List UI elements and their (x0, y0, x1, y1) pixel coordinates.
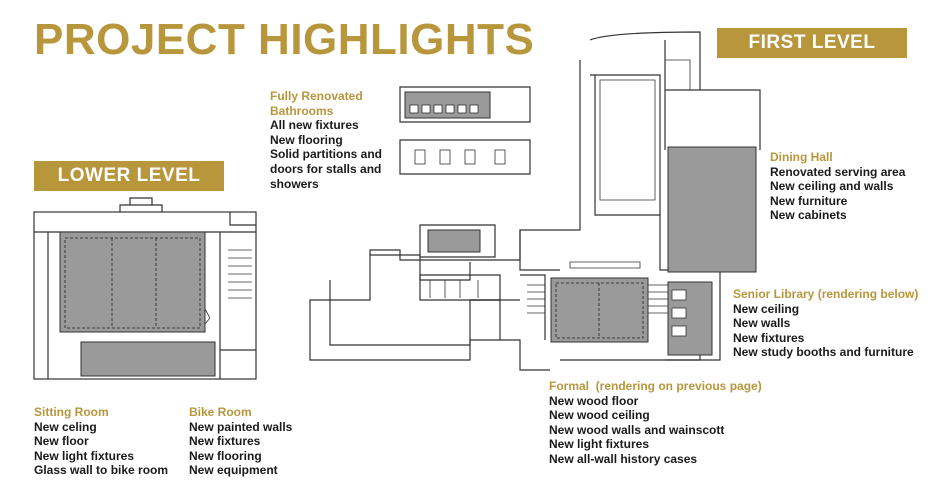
highlighted-rooms (59, 91, 757, 377)
bathroom-fill-2 (427, 229, 481, 253)
page-title: PROJECT HIGHLIGHTS (34, 15, 535, 64)
bathrooms-item: showers (270, 176, 319, 191)
senior-library-heading: Senior Library (rendering below) (733, 287, 919, 301)
bike-room-fill (80, 341, 216, 377)
senior-library-item: New ceiling (733, 301, 800, 316)
bike-room-item: New equipment (189, 463, 278, 478)
bathrooms-item: New flooring (270, 132, 343, 147)
bike-room-item: New painted walls (189, 419, 293, 434)
first-level-plan (309, 31, 761, 371)
senior-library-item: New walls (733, 316, 791, 331)
first-level-banner: FIRST LEVEL (717, 28, 907, 58)
sitting-room-item: New celing (34, 419, 97, 434)
dining-hall-item: Renovated serving area (770, 164, 906, 179)
bathrooms-heading-2: Bathrooms (270, 103, 334, 118)
bathrooms-item: All new fixtures (270, 118, 359, 133)
lower-level-banner: LOWER LEVEL (34, 161, 224, 191)
dining-hall-fill (667, 146, 757, 273)
sitting-room-item: New floor (34, 434, 89, 449)
dining-hall-item: New cabinets (770, 208, 847, 223)
formal-heading: Formal (rendering on previous page) (549, 379, 762, 393)
bike-room-item: New fixtures (189, 434, 261, 449)
bike-room-heading: Bike Room (189, 405, 252, 419)
sitting-room-item: Glass wall to bike room (34, 463, 169, 478)
sitting-room-fill (59, 231, 206, 333)
sitting-room-note: Sitting Room New celing New floor New li… (34, 405, 168, 478)
sitting-room-item: New light fixtures (34, 448, 135, 463)
sitting-room-heading: Sitting Room (34, 405, 109, 419)
senior-library-item: New fixtures (733, 330, 805, 345)
dining-hall-item: New ceiling and walls (770, 179, 894, 194)
formal-note: Formal (rendering on previous page) New … (549, 379, 762, 467)
bike-room-note: Bike Room New painted walls New fixtures… (189, 405, 292, 478)
dining-hall-note: Dining Hall Renovated serving area New c… (770, 150, 905, 223)
senior-library-item: New study booths and furniture (733, 345, 914, 360)
bathrooms-note: Fully Renovated Bathrooms All new fixtur… (270, 89, 382, 191)
bathrooms-item: Solid partitions and (270, 147, 383, 162)
formal-item: New light fixtures (549, 437, 650, 452)
bike-room-item: New flooring (189, 448, 262, 463)
dining-hall-item: New furniture (770, 193, 848, 208)
bathrooms-item: doors for stalls and (270, 161, 382, 176)
dining-hall-heading: Dining Hall (770, 150, 833, 164)
formal-item: New wood ceiling (549, 408, 650, 423)
formal-item: New wood floor (549, 393, 639, 408)
senior-library-note: Senior Library (rendering below) New cei… (733, 287, 918, 360)
formal-item: New wood walls and wainscott (549, 422, 725, 437)
bathrooms-heading-1: Fully Renovated (270, 89, 363, 103)
formal-item: New all-wall history cases (549, 451, 698, 466)
formal-fill (550, 277, 649, 343)
